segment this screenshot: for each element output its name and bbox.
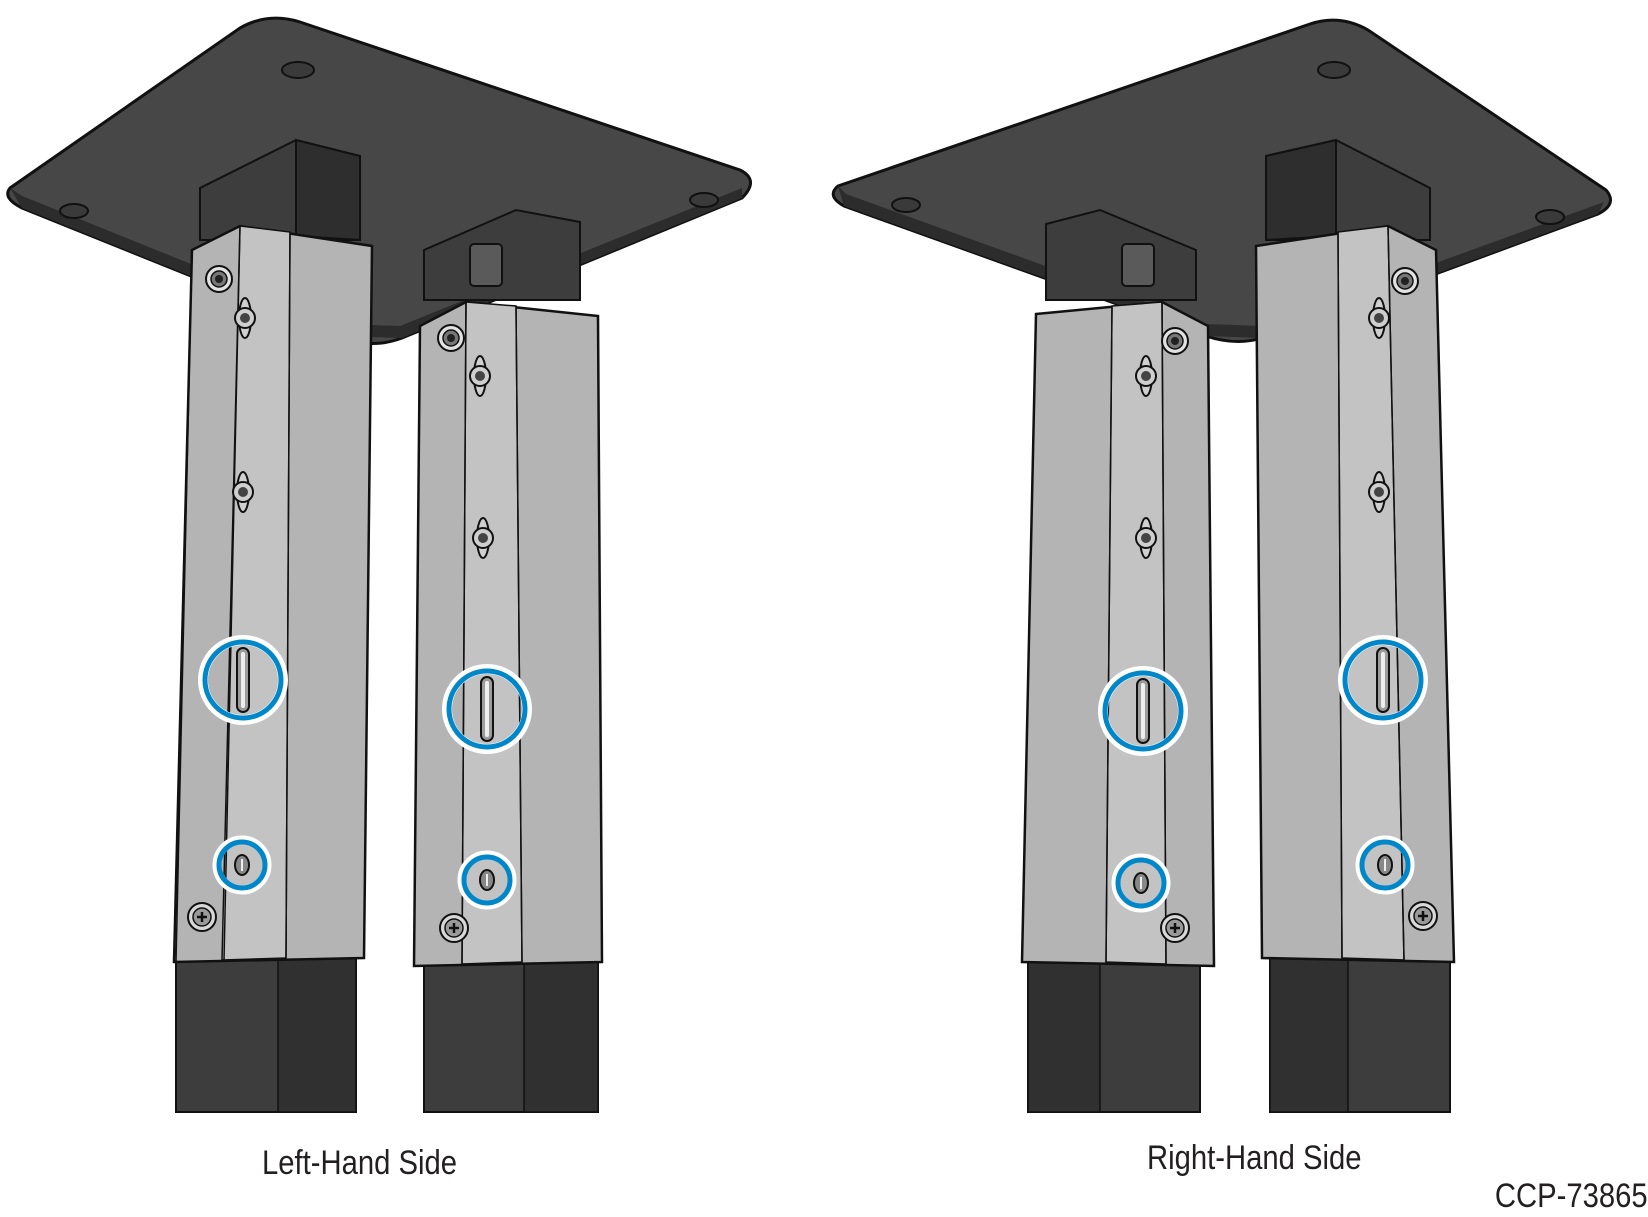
slot-hole-icon	[1376, 647, 1390, 713]
right-plate-hole-3	[1535, 209, 1565, 225]
round-hole-icon	[479, 869, 495, 891]
right-hand-assembly	[831, 18, 1612, 1113]
phillips-screw-icon	[1159, 912, 1191, 944]
left-plate-hole-2	[59, 203, 89, 219]
round-hole-icon	[234, 854, 250, 876]
hex-nut-icon	[437, 324, 465, 352]
left-plate-hole-1	[281, 61, 315, 79]
hex-nut-icon	[1161, 327, 1189, 355]
phillips-screw-icon	[186, 901, 218, 933]
left-leg-outer	[172, 138, 374, 1113]
right-plate-hole-1	[1317, 61, 1351, 79]
right-hand-side-label: Right-Hand Side	[1147, 1139, 1362, 1177]
left-leg-inner	[412, 208, 604, 1113]
phillips-screw-icon	[1407, 900, 1439, 932]
right-plate-hole-2	[891, 197, 921, 213]
round-hole-icon	[1133, 872, 1149, 894]
left-hand-side-label: Left-Hand Side	[262, 1144, 458, 1182]
phillips-screw-icon	[438, 912, 470, 944]
left-hand-assembly	[6, 16, 752, 1113]
hex-nut-icon	[205, 265, 233, 293]
part-code-label: CCP-73865	[1495, 1177, 1648, 1215]
right-leg-inner	[1020, 208, 1216, 1113]
left-mounting-plate	[6, 16, 752, 346]
right-leg-outer	[1254, 138, 1456, 1113]
slot-hole-icon	[480, 676, 494, 742]
hex-nut-icon	[1391, 267, 1419, 295]
right-mounting-plate	[831, 18, 1612, 343]
round-hole-icon	[1377, 854, 1393, 876]
left-plate-hole-3	[689, 192, 719, 208]
slot-hole-icon	[236, 647, 250, 713]
slot-hole-icon	[1136, 678, 1150, 744]
